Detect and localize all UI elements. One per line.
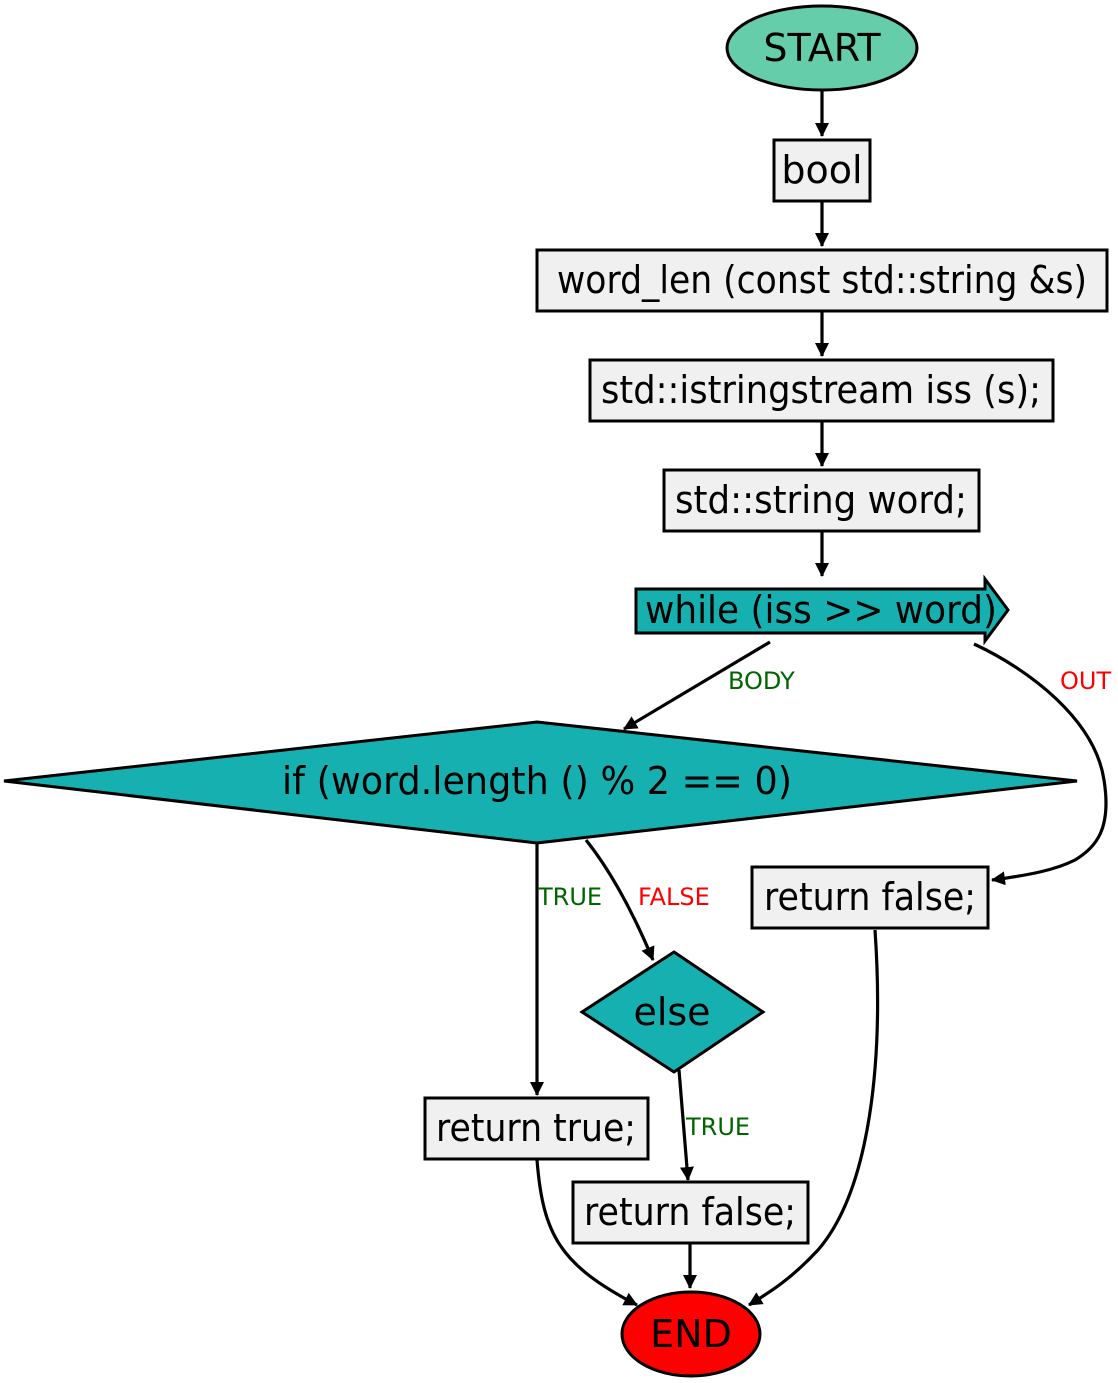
else-node-shape (579, 950, 766, 1074)
return-true-node-label: return true; (436, 1106, 636, 1150)
edge-else-to-return-false (677, 1069, 694, 1181)
if-condition-node[interactable]: if (word.length () % 2 == 0) (3, 720, 1078, 845)
string-word-node-label: std::string word; (675, 478, 967, 522)
edge-label-false-if: FALSE (638, 883, 710, 911)
bool-node-label: bool (781, 148, 862, 192)
return-true-node[interactable]: return true; (423, 1096, 650, 1161)
return-false-out-node[interactable]: return false; (750, 865, 990, 930)
edge-return-true-to-end (535, 1159, 638, 1307)
while-loop-node-label: while (iss >> word) (645, 588, 997, 632)
edge-while-to-if-body (623, 640, 771, 731)
while-loop-node[interactable]: while (iss >> word) (634, 574, 1010, 646)
bool-node-shape (772, 138, 872, 203)
if-condition-node-shape (3, 720, 1078, 845)
start-node-shape (725, 4, 919, 92)
edge-return-false-out-to-end (748, 929, 880, 1307)
edge-label-true-else: TRUE (685, 1113, 750, 1141)
signature-node[interactable]: word_len (const std::string &s) (535, 248, 1109, 313)
edge-while-to-return-false-out (973, 642, 1108, 886)
start-node-label: START (763, 26, 881, 70)
return-false-else-node-label: return false; (584, 1190, 796, 1234)
edge-if-to-else-false (584, 839, 655, 961)
string-word-node[interactable]: std::string word; (662, 468, 981, 533)
return-false-else-node[interactable]: return false; (571, 1180, 810, 1245)
nodes: START bool word_len (const std::string &… (3, 4, 1109, 1378)
istringstream-node[interactable]: std::istringstream iss (s); (588, 358, 1055, 423)
signature-node-shape (535, 248, 1109, 313)
return-false-out-node-label: return false; (764, 875, 976, 919)
start-node[interactable]: START (725, 4, 919, 92)
return-false-out-node-shape (750, 865, 990, 930)
end-node-label: END (650, 1312, 732, 1356)
string-word-node-shape (662, 468, 981, 533)
while-loop-node-shape (634, 574, 1010, 646)
istringstream-node-shape (588, 358, 1055, 423)
bool-node[interactable]: bool (772, 138, 872, 203)
if-condition-node-label: if (word.length () % 2 == 0) (282, 759, 792, 803)
istringstream-node-label: std::istringstream iss (s); (601, 368, 1041, 412)
edge-label-out: OUT (1060, 667, 1111, 695)
return-true-node-shape (423, 1096, 650, 1161)
edge-label-body: BODY (728, 667, 795, 695)
signature-node-label: word_len (const std::string &s) (557, 258, 1087, 302)
edge-label-true-if: TRUE (537, 883, 602, 911)
edges (530, 90, 1108, 1307)
end-node[interactable]: END (620, 1290, 762, 1378)
edge-labels: BODY OUT TRUE FALSE TRUE (537, 667, 1111, 1141)
else-node[interactable]: else (579, 950, 766, 1074)
end-node-shape (620, 1290, 762, 1378)
return-false-else-node-shape (571, 1180, 810, 1245)
else-node-label: else (633, 990, 710, 1034)
